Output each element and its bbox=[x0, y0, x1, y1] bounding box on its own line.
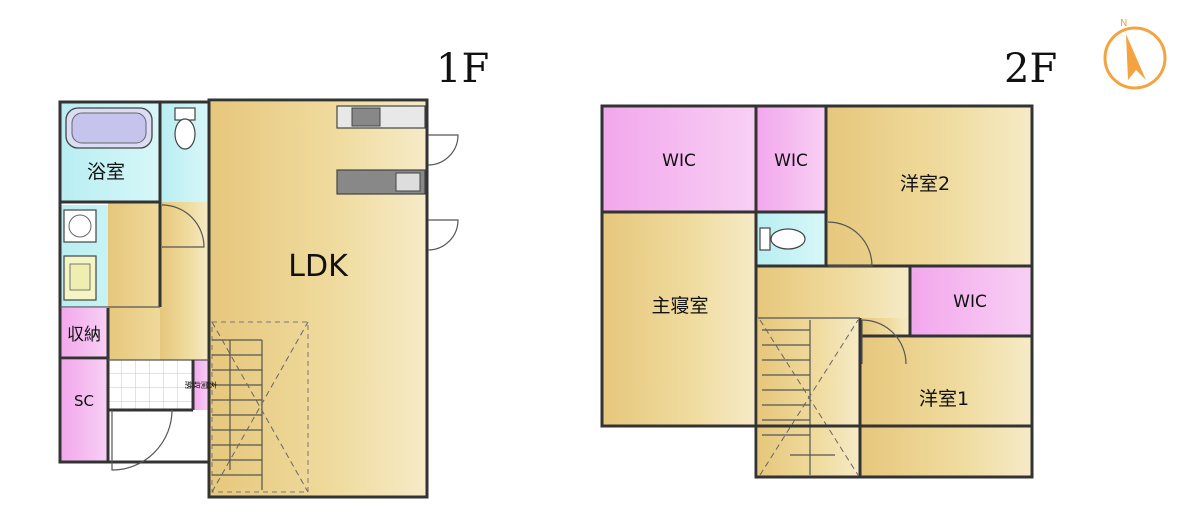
room-storage bbox=[60, 308, 108, 358]
room-master-bedroom bbox=[602, 212, 756, 426]
room-label-bath: 浴室 bbox=[87, 161, 125, 183]
room-label-master-bedroom: 主寝室 bbox=[651, 295, 708, 317]
room-wic-left bbox=[602, 106, 756, 212]
entrance-tiles bbox=[108, 360, 193, 410]
door-western-1 bbox=[861, 319, 907, 365]
room-hallway-2f bbox=[756, 266, 910, 318]
floor-label-1f: 1F bbox=[436, 46, 489, 92]
room-label-shoe-closet: SC bbox=[74, 392, 94, 410]
door-western-2 bbox=[827, 221, 873, 267]
room-western-1 bbox=[860, 336, 1032, 477]
entrance-door bbox=[111, 409, 173, 471]
floor-label-2f: 2F bbox=[1004, 46, 1057, 92]
floor-1f: 浴室 LDK 収納 SC 玄関収納 bbox=[58, 98, 459, 499]
room-western-2 bbox=[826, 106, 1032, 266]
door-hall bbox=[161, 204, 205, 248]
washing-machine-icon bbox=[63, 209, 97, 243]
door-ldk-top bbox=[427, 134, 459, 166]
door-ldk-mid bbox=[427, 219, 459, 251]
compass-north-letter: N bbox=[1120, 18, 1127, 29]
floor-2f: WIC WIC 洋室2 主寝室 WIC 洋室1 bbox=[600, 104, 1034, 479]
room-entrance-storage bbox=[193, 360, 209, 410]
room-label-entrance-storage: 玄関収納 bbox=[184, 381, 218, 390]
room-ldk bbox=[209, 102, 427, 497]
room-label-western-1: 洋室1 bbox=[919, 388, 969, 410]
stove-icon bbox=[336, 105, 426, 129]
staircase-2f bbox=[759, 319, 859, 476]
staircase-1f bbox=[211, 321, 309, 493]
room-label-ldk: LDK bbox=[288, 249, 349, 284]
toilet-2f-icon bbox=[759, 227, 806, 251]
room-wic-mid bbox=[756, 106, 826, 212]
room-label-wic-right: WIC bbox=[953, 292, 987, 312]
kitchen-sink-icon bbox=[336, 169, 426, 195]
room-label-wic-mid: WIC bbox=[774, 151, 808, 171]
room-label-western-2: 洋室2 bbox=[900, 173, 950, 195]
north-compass-icon: N bbox=[1103, 18, 1167, 90]
wash-basin-icon bbox=[63, 255, 97, 301]
room-wic-right bbox=[910, 266, 1032, 336]
room-label-wic-left: WIC bbox=[662, 151, 696, 171]
toilet-icon bbox=[174, 107, 196, 150]
room-label-storage: 収納 bbox=[67, 325, 101, 345]
room-shoe-closet bbox=[60, 360, 108, 462]
